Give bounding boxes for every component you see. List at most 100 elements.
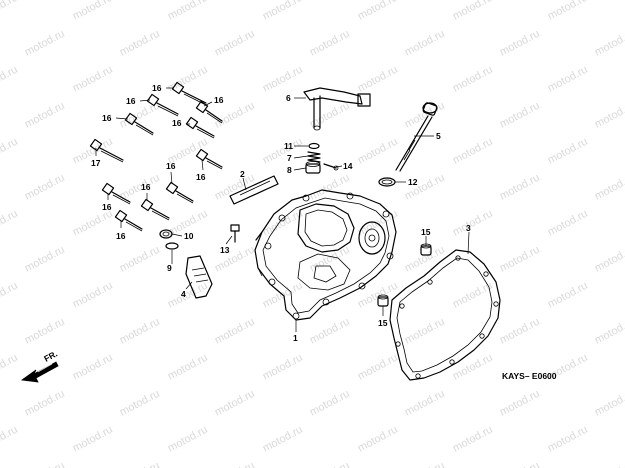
watermark-text: motod.ru [308, 172, 352, 203]
watermark-text: motod.ru [308, 460, 352, 468]
bolt-16-8 [101, 182, 131, 205]
bolt-16-6 [195, 148, 223, 170]
watermark-text: motod.ru [213, 460, 257, 468]
lever-arm [303, 87, 371, 131]
watermark-text: motod.ru [451, 280, 495, 311]
reference-code: KAYS– E0600 [502, 371, 557, 381]
oil-filter-screen [229, 175, 279, 205]
pin-14 [323, 163, 339, 171]
watermark-text: motod.ru [71, 424, 115, 455]
bolt-set [89, 81, 223, 232]
watermark-text: motod.ru [23, 244, 67, 275]
watermark-text: motod.ru [118, 388, 162, 419]
watermark-text: motod.ru [0, 280, 20, 311]
callout-16: 16 [126, 96, 136, 106]
leader-lines [95, 87, 470, 332]
callout-7: 7 [287, 153, 292, 163]
watermark-text: motod.ru [308, 28, 352, 59]
watermark-text: motod.ru [403, 316, 447, 347]
callout-10: 10 [184, 231, 194, 241]
bolt-16-1 [171, 81, 207, 106]
callout-5: 5 [436, 131, 441, 141]
watermark-text: motod.ru [166, 0, 210, 23]
watermark-text: motod.ru [308, 244, 352, 275]
callout-16: 16 [196, 172, 206, 182]
washer-11 [308, 142, 320, 150]
arrow-icon [20, 361, 59, 383]
bolt-16-10 [114, 209, 143, 232]
watermark-text: motod.ru [356, 136, 400, 167]
watermark-text: motod.ru [166, 352, 210, 383]
watermark-text: motod.ru [166, 280, 210, 311]
callout-16: 16 [102, 202, 112, 212]
watermark-text: motod.ru [118, 244, 162, 275]
watermark-text: motod.ru [356, 0, 400, 23]
watermark-text: motod.ru [118, 460, 162, 468]
watermark-text: motod.ru [498, 28, 542, 59]
watermark-text: motod.ru [498, 316, 542, 347]
crankcase-cover [254, 189, 397, 321]
callout-6: 6 [286, 93, 291, 103]
watermark-text: motod.ru [0, 352, 20, 383]
watermark-text: motod.ru [546, 64, 590, 95]
watermark-text: motod.ru [23, 28, 67, 59]
watermark-text: motod.ru [498, 100, 542, 131]
bolt-16-9 [140, 198, 170, 221]
watermark-text: motod.ru [403, 460, 447, 468]
watermark-text: motod.ru [451, 208, 495, 239]
watermark-text: motod.ru [308, 388, 352, 419]
bolt-16-5 [185, 116, 215, 139]
callout-14: 14 [343, 161, 353, 171]
watermark-text: motod.ru [23, 172, 67, 203]
callout-9: 9 [167, 263, 172, 273]
bolt-16-2 [146, 93, 179, 117]
watermark-text: motod.ru [593, 460, 625, 468]
watermark-text: motod.ru [0, 424, 20, 455]
watermark-text: motod.ru [593, 172, 625, 203]
watermark-text: motod.ru [356, 280, 400, 311]
callout-16: 16 [172, 118, 182, 128]
watermark-text: motod.ru [0, 208, 20, 239]
callout-16: 16 [214, 95, 224, 105]
gasket [389, 249, 501, 381]
callout-4: 4 [181, 289, 186, 299]
watermark-text: motod.ru [213, 316, 257, 347]
plug-4 [185, 255, 213, 299]
callout-13: 13 [220, 245, 230, 255]
watermark-text: motod.ru [403, 388, 447, 419]
callout-1: 1 [293, 333, 298, 343]
watermark-text: motod.ru [403, 28, 447, 59]
spring-7 [307, 151, 321, 163]
sealing-washer-9 [165, 242, 179, 250]
callout-2: 2 [240, 169, 245, 179]
watermark-text: motod.ru [593, 244, 625, 275]
watermark-text: motod.ru [118, 316, 162, 347]
callout-15: 15 [421, 227, 431, 237]
watermark-text: motod.ru [23, 100, 67, 131]
holder-8 [305, 161, 321, 174]
watermark-text: motod.ru [261, 352, 305, 383]
callout-17: 17 [91, 158, 101, 168]
callout-16: 16 [102, 113, 112, 123]
watermark-text: motod.ru [261, 424, 305, 455]
callout-labels: 16 16 16 16 16 16 16 16 16 16 17 6 11 7 … [91, 83, 471, 343]
watermark-text: motod.ru [498, 172, 542, 203]
watermark-text: motod.ru [546, 280, 590, 311]
oil-dipstick [395, 102, 438, 172]
bolt-16-3 [124, 112, 154, 136]
bolt-13 [230, 224, 240, 243]
watermark-text: motod.ru [451, 136, 495, 167]
watermark-text: motod.ru [213, 28, 257, 59]
o-ring-12 [378, 177, 396, 187]
bolt-16-4 [195, 100, 223, 124]
watermark-text: motod.ru [213, 388, 257, 419]
watermark-text: motod.ru [498, 244, 542, 275]
watermark-text: motod.ru [451, 424, 495, 455]
watermark-text: motod.ru [593, 316, 625, 347]
bolt-16-7 [165, 181, 194, 204]
watermark-text: motod.ru [546, 208, 590, 239]
watermark-text: motod.ru [71, 208, 115, 239]
